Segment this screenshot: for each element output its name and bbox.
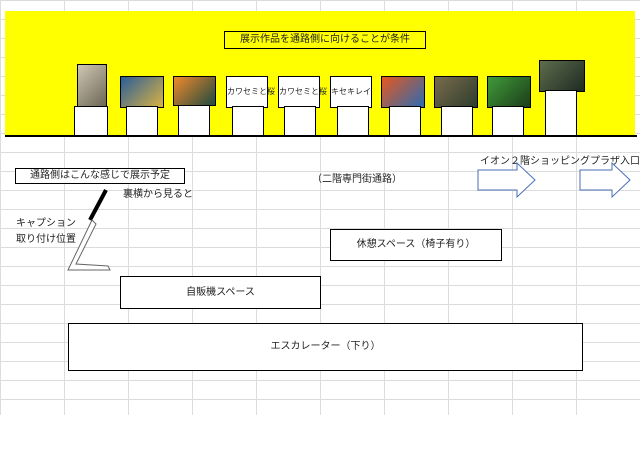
artwork-stand-3 — [178, 105, 210, 136]
artwork-stand-10 — [545, 90, 577, 136]
caption-note-line1: キャプション — [16, 218, 76, 229]
caption-note-line2: 取り付け位置 — [16, 234, 76, 245]
back-side-note: 裏横から見ると — [123, 189, 193, 200]
banner-note: 展示作品を通路側に向けることが条件 — [224, 31, 426, 49]
rest-area: 休憩スペース（椅子有り） — [330, 229, 502, 261]
artwork-card-6: キセキレイ — [330, 76, 372, 108]
entrance-label: イオン２階ショッピングプラザ入口 — [480, 156, 640, 167]
wall-baseline — [5, 135, 637, 137]
artwork-stand-2 — [126, 106, 158, 136]
artwork-stand-4 — [232, 106, 264, 136]
escalator-area: エスカレーター（下り） — [68, 323, 583, 371]
artwork-stand-6 — [337, 106, 369, 136]
artwork-stand-8 — [441, 106, 473, 136]
artwork-card-5: カワセミと桜 — [278, 76, 327, 108]
artwork-photo-8 — [434, 76, 478, 108]
artwork-photo-9 — [487, 76, 531, 108]
corridor-label: （二階専門街通路） — [312, 174, 402, 185]
artwork-stand-9 — [492, 106, 524, 136]
artwork-stand-1 — [74, 106, 108, 136]
artwork-photo-1 — [77, 64, 107, 108]
preview-note: 通路側はこんな感じで展示予定 — [15, 168, 185, 184]
artwork-photo-7 — [381, 76, 425, 108]
artwork-stand-5 — [284, 106, 316, 136]
artwork-photo-2 — [120, 76, 164, 108]
artwork-photo-3 — [173, 76, 216, 106]
vending-area: 自販機スペース — [120, 276, 321, 309]
artwork-photo-10 — [539, 60, 585, 92]
artwork-stand-7 — [389, 106, 421, 136]
artwork-card-4: カワセミと桜 — [226, 76, 275, 108]
